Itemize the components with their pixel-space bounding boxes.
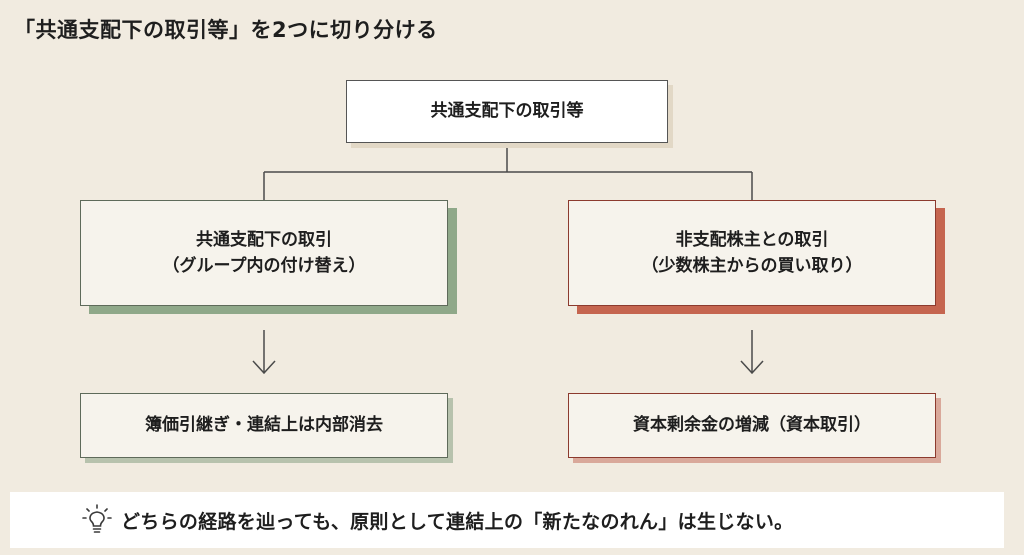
footer-note-text: どちらの経路を辿っても、原則として連結上の「新たなのれん」は生じない。	[121, 510, 794, 533]
non-controlling-result-label: 資本剰余金の増減（資本取引）	[633, 415, 871, 436]
non-controlling-subtitle: （少数株主からの買い取り）	[641, 256, 863, 276]
common-control-subtitle: （グループ内の付け替え）	[162, 256, 366, 276]
footer-note-bar: どちらの経路を辿っても、原則として連結上の「新たなのれん」は生じない。	[10, 492, 1004, 548]
common-control-result-node: 簿価引継ぎ・連結上は内部消去	[80, 393, 448, 458]
non-controlling-result-node: 資本剰余金の増減（資本取引）	[568, 393, 936, 458]
diagram-title: 「共通支配下の取引等」を2つに切り分ける	[14, 18, 438, 42]
non-controlling-transaction-node: 非支配株主との取引 （少数株主からの買い取り）	[568, 200, 936, 306]
common-control-title: 共通支配下の取引	[196, 229, 332, 250]
root-node-label: 共通支配下の取引等	[430, 101, 584, 122]
right-down-arrow	[740, 330, 764, 375]
non-controlling-title: 非支配株主との取引	[675, 229, 829, 250]
common-control-transaction-node: 共通支配下の取引 （グループ内の付け替え）	[80, 200, 448, 306]
common-control-result-label: 簿価引継ぎ・連結上は内部消去	[145, 415, 383, 436]
lightbulb-icon	[82, 504, 112, 533]
left-down-arrow	[252, 330, 276, 375]
root-node: 共通支配下の取引等	[346, 80, 668, 143]
